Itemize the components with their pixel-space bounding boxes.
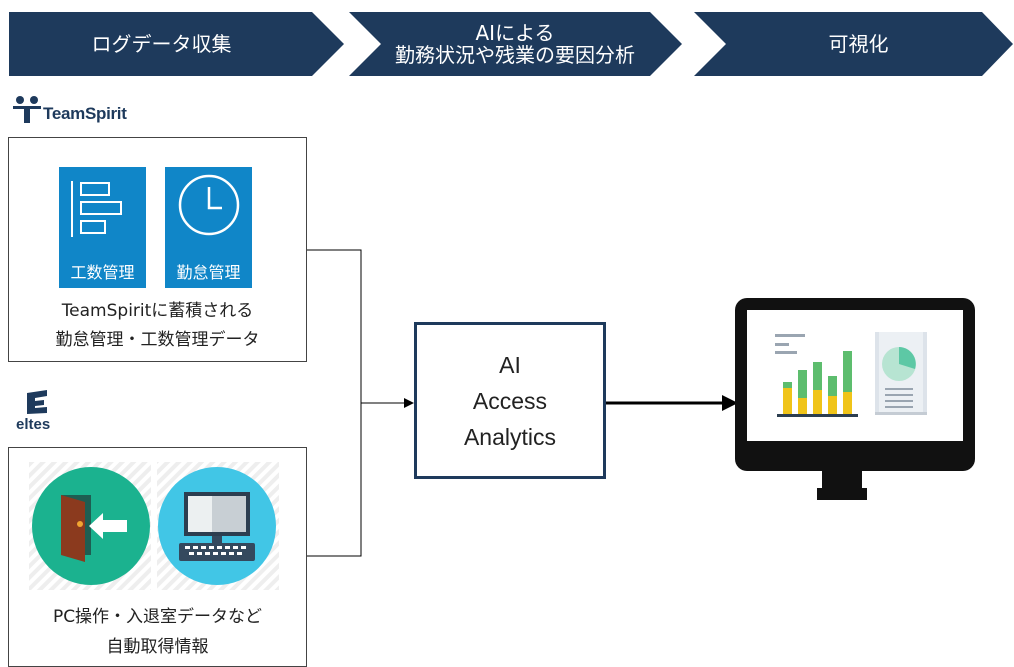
step2-text-line1: AIによる [475,21,555,45]
clock-icon [178,174,240,236]
monitor-dashboard-icon [735,298,975,500]
ai-box-text: AI Access Analytics [464,347,556,455]
chevron-step1 [9,12,344,76]
tile-man-hours: 工数管理 [59,167,146,288]
bar-chart-icon [775,334,858,417]
pie-report-icon [875,332,927,415]
gantt-chart-icon [71,181,122,237]
process-chevrons [9,12,1013,76]
connector-eltes [307,403,362,557]
ai-box-line3: Analytics [463,423,557,450]
step1-label: ログデータ収集 [9,12,314,76]
eltes-icons [29,462,279,590]
door-entry-icon [32,467,150,585]
step3-text: 可視化 [828,32,889,56]
ai-box-line2: Access [472,387,548,414]
tile-attendance: 勤怠管理 [165,167,252,288]
tile-attendance-label: 勤怠管理 [176,263,241,282]
teamspirit-caption-line1: TeamSpiritに蓄積される [61,301,254,321]
tile-man-hours-label: 工数管理 [70,263,135,282]
chevron-step3 [694,12,1013,76]
chevron-step2 [349,12,682,76]
teamspirit-panel: 工数管理 勤怠管理 TeamSpiritに蓄積される 勤怠管理・工数管理データ [8,137,307,362]
ai-access-analytics-box: AI Access Analytics [414,322,606,479]
step3-label: 可視化 [716,12,1001,76]
eltes-logo-icon [27,390,47,414]
teamspirit-logo-text: TeamSpirit [43,104,127,123]
eltes-panel: PC操作・入退室データなど 自動取得情報 [8,447,307,667]
teamspirit-logo-icon [13,96,41,123]
teamspirit-caption-line2: 勤怠管理・工数管理データ [55,330,260,350]
computer-icon [158,467,276,585]
eltes-logo-text: eltes [16,416,51,433]
eltes-caption-line2: 自動取得情報 [106,637,209,657]
step1-text: ログデータ収集 [91,32,232,56]
ai-box-line1: AI [499,351,521,378]
step2-label: AIによる 勤務状況や残業の要因分析 [370,12,660,76]
eltes-caption-line1: PC操作・入退室データなど [52,607,263,627]
connector-teamspirit [307,249,362,403]
step2-text-line2: 勤務状況や残業の要因分析 [395,43,635,67]
